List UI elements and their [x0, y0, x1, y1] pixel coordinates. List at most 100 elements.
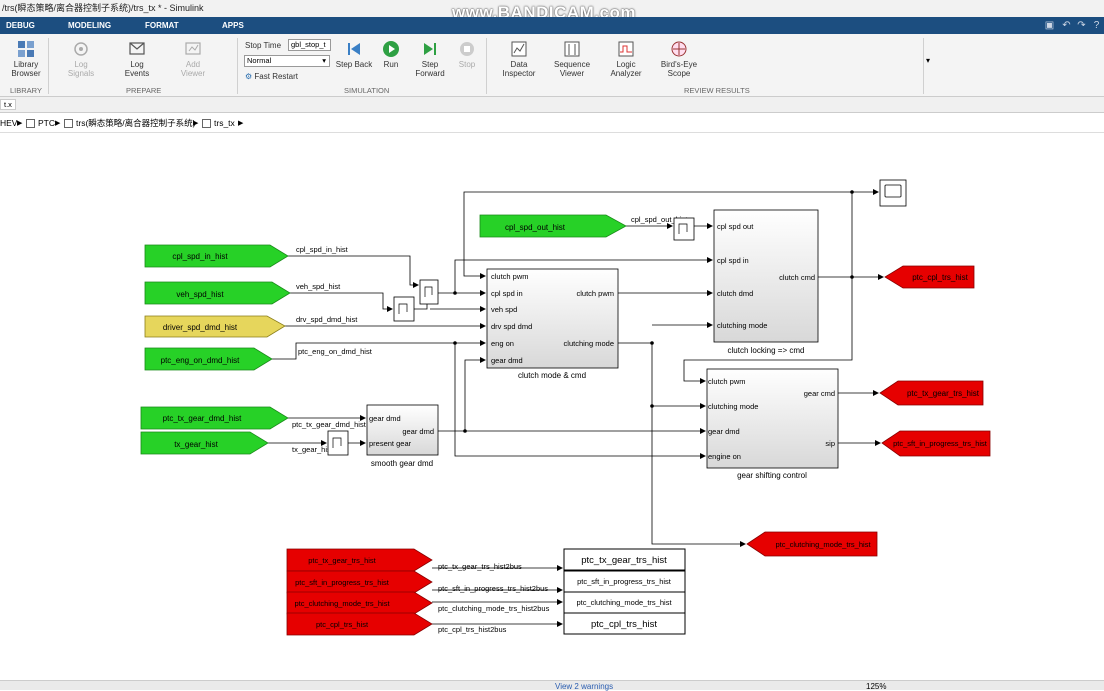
goto-block[interactable]: ptc_cpl_trs_hist — [884, 265, 975, 289]
from-block[interactable]: cpl_spd_in_hist — [144, 244, 289, 268]
signal-label: ptc_eng_on_dmd_hist — [298, 347, 373, 356]
from-block[interactable]: ptc_eng_on_dmd_hist — [144, 347, 273, 371]
port-label: eng on — [491, 339, 514, 348]
from-block[interactable]: ptc_tx_gear_dmd_hist — [140, 406, 289, 430]
breadcrumb-separator-icon: ▶ — [193, 120, 199, 127]
port-label: drv spd dmd — [491, 322, 532, 331]
tab-format[interactable]: FORMAT — [145, 21, 179, 30]
breadcrumb: HEV ▶ PTC ▶ trs(瞬态策略/离合器控制子系统) ▶ trs_tx … — [0, 114, 1104, 133]
divider — [486, 38, 487, 94]
model-tab[interactable]: t.x — [0, 99, 16, 110]
from-block[interactable]: veh_spd_hist — [144, 281, 291, 305]
junction-dot — [650, 341, 654, 345]
port-label: clutching mode — [564, 339, 614, 348]
run-button[interactable]: Run — [371, 40, 411, 69]
library-browser-button[interactable]: Library Browser — [6, 40, 46, 78]
step-forward-label: Step Forward — [415, 60, 445, 78]
signal-labels: cpl_spd_in_hist veh_spd_hist drv_spd_dmd… — [292, 215, 688, 634]
ribbon-expand-icon[interactable]: ▾ — [926, 56, 931, 65]
bus-block-label: ptc_cpl_trs_hist — [591, 619, 657, 630]
ribbon-toolbar: Library Browser Log Signals Log Events A… — [0, 34, 1104, 97]
bus-block[interactable]: ptc_sft_in_progress_trs_hist — [563, 570, 686, 593]
delay-block[interactable] — [393, 296, 415, 322]
port-label: present gear — [369, 439, 412, 448]
menu-bar: DEBUG MODELING FORMAT APPS ▣ ↶ ↷ ? — [0, 17, 1104, 34]
birds-eye-scope-icon — [671, 41, 687, 57]
goto-block[interactable]: ptc_tx_gear_trs_hist — [879, 380, 984, 406]
bus-block[interactable]: ptc_tx_gear_trs_hist — [563, 548, 686, 571]
redo-icon[interactable]: ↷ — [1077, 20, 1086, 31]
breadcrumb-item-hev[interactable]: HEV — [0, 118, 18, 128]
model-canvas[interactable]: cpl_spd_in_hist veh_spd_hist drv_spd_dmd… — [0, 134, 1104, 680]
tab-modeling[interactable]: MODELING — [68, 21, 112, 30]
undo-icon[interactable]: ↶ — [1062, 20, 1071, 31]
fast-restart-label: Fast Restart — [254, 72, 298, 81]
from-block[interactable]: driver_spd_dmd_hist — [144, 315, 286, 338]
step-forward-button[interactable]: Step Forward — [410, 40, 450, 78]
goto-block-label: ptc_sft_in_progress_trs_hist — [893, 439, 988, 448]
breadcrumb-item-trs[interactable]: trs(瞬态策略/离合器控制子系统) — [76, 118, 196, 128]
from-block[interactable]: ptc_cpl_trs_hist — [286, 612, 433, 636]
from-block[interactable]: ptc_tx_gear_trs_hist — [286, 548, 433, 572]
breadcrumb-item-ptc[interactable]: PTC — [38, 118, 55, 128]
birds-eye-scope-button[interactable]: Bird's-Eye Scope — [659, 40, 699, 78]
fast-restart-toggle[interactable]: ⚙ Fast Restart — [245, 72, 298, 81]
log-signals-label: Log Signals — [67, 60, 95, 78]
add-viewer-label: Add Viewer — [180, 60, 206, 78]
subsystem-icon — [202, 119, 211, 128]
block-name: smooth gear dmd — [371, 459, 433, 468]
delay-block[interactable] — [419, 279, 439, 305]
bus-block[interactable]: ptc_cpl_trs_hist — [563, 612, 686, 635]
from-block-label: ptc_clutching_mode_trs_hist — [294, 599, 390, 608]
stop-time-label: Stop Time — [245, 41, 282, 50]
divider — [237, 38, 238, 94]
step-back-label: Step Back — [335, 60, 373, 69]
tab-debug[interactable]: DEBUG — [6, 21, 35, 30]
stop-time-input[interactable]: gbl_stop_t — [288, 39, 331, 51]
log-signals-icon — [74, 42, 88, 56]
goto-block[interactable]: ptc_clutching_mode_trs_hist — [746, 531, 878, 557]
from-block-label: tx_gear_hist — [174, 440, 218, 449]
save-icon[interactable]: ▣ — [1044, 20, 1055, 31]
sequence-viewer-button[interactable]: Sequence Viewer — [552, 40, 592, 78]
from-block[interactable]: tx_gear_hist — [140, 431, 269, 455]
subsystem-clutch-mode[interactable]: clutch pwm cpl spd in veh spd drv spd dm… — [486, 268, 619, 380]
log-signals-button[interactable]: Log Signals — [61, 40, 101, 78]
help-icon[interactable]: ? — [1093, 20, 1100, 31]
breadcrumb-item-trs-tx[interactable]: trs_tx — [214, 118, 235, 128]
signal-lines — [268, 189, 884, 627]
warnings-link[interactable]: View 2 warnings — [555, 682, 614, 691]
from-block-label: ptc_eng_on_dmd_hist — [161, 356, 241, 365]
stop-button[interactable]: Stop — [447, 40, 487, 69]
add-viewer-button[interactable]: Add Viewer — [173, 40, 213, 78]
signal-label: veh_spd_hist — [296, 282, 341, 291]
simulation-mode-select[interactable]: Normal ▾ — [244, 55, 330, 67]
data-inspector-button[interactable]: Data Inspector — [499, 40, 539, 78]
tab-apps[interactable]: APPS — [222, 21, 244, 30]
from-block[interactable]: cpl_spd_out_hist — [479, 214, 627, 238]
port-label: gear dmd — [402, 427, 434, 436]
subsystem-clutch-locking[interactable]: cpl spd out cpl spd in clutch dmd clutch… — [713, 209, 819, 355]
log-events-button[interactable]: Log Events — [117, 40, 157, 78]
library-browser-label: Library Browser — [11, 60, 41, 78]
port-label: cpl spd in — [717, 256, 749, 265]
from-block[interactable]: ptc_clutching_mode_trs_hist — [286, 591, 433, 615]
model-tab-strip: t.x — [0, 97, 1104, 113]
logic-analyzer-button[interactable]: Logic Analyzer — [606, 40, 646, 78]
from-block-label: ptc_sft_in_progress_trs_hist — [295, 578, 390, 587]
subsystem-gear-shifting[interactable]: clutch pwm clutching mode gear dmd engin… — [706, 368, 839, 480]
port-label: engine on — [708, 452, 741, 461]
from-block[interactable]: ptc_sft_in_progress_trs_hist — [286, 570, 433, 594]
birds-eye-scope-label: Bird's-Eye Scope — [660, 60, 698, 78]
subsystem-smooth-gear[interactable]: gear dmd present gear gear dmd smooth ge… — [366, 404, 439, 468]
port-label: gear dmd — [369, 414, 401, 423]
scope-block[interactable] — [879, 179, 907, 207]
signal-label: ptc_clutching_mode_trs_hist2bus — [438, 604, 550, 613]
bus-block[interactable]: ptc_clutching_mode_trs_hist — [563, 591, 686, 614]
signal-label: drv_spd_dmd_hist — [296, 315, 358, 324]
delay-block[interactable] — [673, 217, 695, 241]
from-block-label: cpl_spd_in_hist — [172, 252, 228, 261]
step-back-button[interactable]: Step Back — [334, 40, 374, 69]
delay-block[interactable] — [327, 430, 349, 456]
goto-block[interactable]: ptc_sft_in_progress_trs_hist — [881, 430, 991, 457]
